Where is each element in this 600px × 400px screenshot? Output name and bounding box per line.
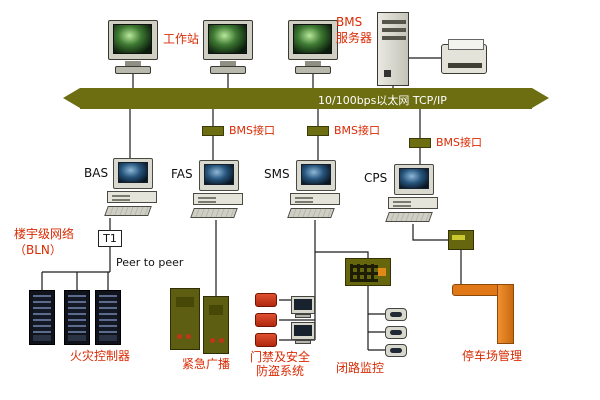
sms-label: SMS	[264, 167, 290, 181]
fas-computer	[190, 160, 246, 220]
bms-interface-label-2: BMS接口	[334, 124, 381, 137]
cctv-device-3	[385, 344, 407, 357]
keyboard-icon	[287, 208, 335, 218]
monitor-base	[115, 66, 151, 74]
cps-computer	[385, 164, 441, 224]
parking-interface-box	[448, 230, 474, 250]
fire-controller-cabinet-2	[64, 290, 90, 345]
cctv-label: 闭路监控	[336, 361, 385, 375]
cps-label: CPS	[364, 171, 388, 185]
bms-interface-box-1	[202, 126, 224, 136]
peer-to-peer-label: Peer to peer	[116, 256, 184, 269]
monitor-neck	[125, 61, 141, 66]
broadcast-rack-1	[170, 288, 200, 350]
fire-controller-cabinet-3	[95, 290, 121, 345]
broadcast-label: 紧急广播	[182, 357, 231, 371]
parking-label: 停车场管理	[462, 349, 523, 363]
security-monitor-2	[291, 322, 315, 344]
broadcast-rack-2	[203, 296, 229, 354]
access-label-line2: 防盗系统	[256, 364, 305, 378]
security-monitor-1	[291, 296, 315, 318]
workstation-monitor-1	[108, 20, 160, 76]
ethernet-bus: 10/100bps以太网 TCP/IP	[63, 88, 549, 109]
bas-computer	[104, 158, 160, 218]
bms-interface-label-3: BMS接口	[436, 136, 483, 149]
access-label-line1: 门禁及安全	[250, 350, 311, 364]
cctv-device-1	[385, 308, 407, 321]
bms-server-label-line2: 服务器	[336, 31, 373, 45]
bms-server-label-line1: BMS	[336, 15, 363, 29]
sms-computer	[287, 160, 343, 220]
bms-interface-label-1: BMS接口	[229, 124, 276, 137]
bln-label-line1: 楼宇级网络	[14, 227, 75, 241]
workstation-monitor-3	[288, 20, 340, 76]
fire-controller-cabinet-1	[29, 290, 55, 345]
cctv-device-2	[385, 326, 407, 339]
keyboard-icon	[385, 212, 433, 222]
bas-label: BAS	[84, 166, 109, 180]
bms-interface-box-2	[307, 126, 329, 136]
keyboard-icon	[104, 206, 152, 216]
bln-label-line2: （BLN）	[14, 243, 62, 257]
ethernet-bus-label: 10/100bps以太网 TCP/IP	[318, 94, 447, 107]
cctv-matrix-switcher	[345, 258, 391, 286]
bus-arrow-right	[532, 88, 549, 108]
fas-label: FAS	[171, 167, 193, 181]
server-power-button	[384, 70, 391, 77]
printer-icon	[441, 39, 487, 74]
access-reader-1	[255, 293, 277, 307]
access-reader-2	[255, 313, 277, 327]
t1-box: T1	[98, 230, 122, 247]
keyboard-icon	[190, 208, 238, 218]
workstation-monitor-2	[203, 20, 255, 76]
fire-controller-label: 火灾控制器	[70, 349, 131, 363]
bms-server-tower	[377, 12, 409, 86]
monitor-screen	[113, 24, 152, 54]
workstation-label: 工作站	[163, 32, 200, 46]
bus-arrow-left	[63, 88, 80, 108]
access-reader-3	[255, 333, 277, 347]
parking-barrier-post	[497, 284, 514, 344]
bms-interface-box-3	[409, 138, 431, 148]
